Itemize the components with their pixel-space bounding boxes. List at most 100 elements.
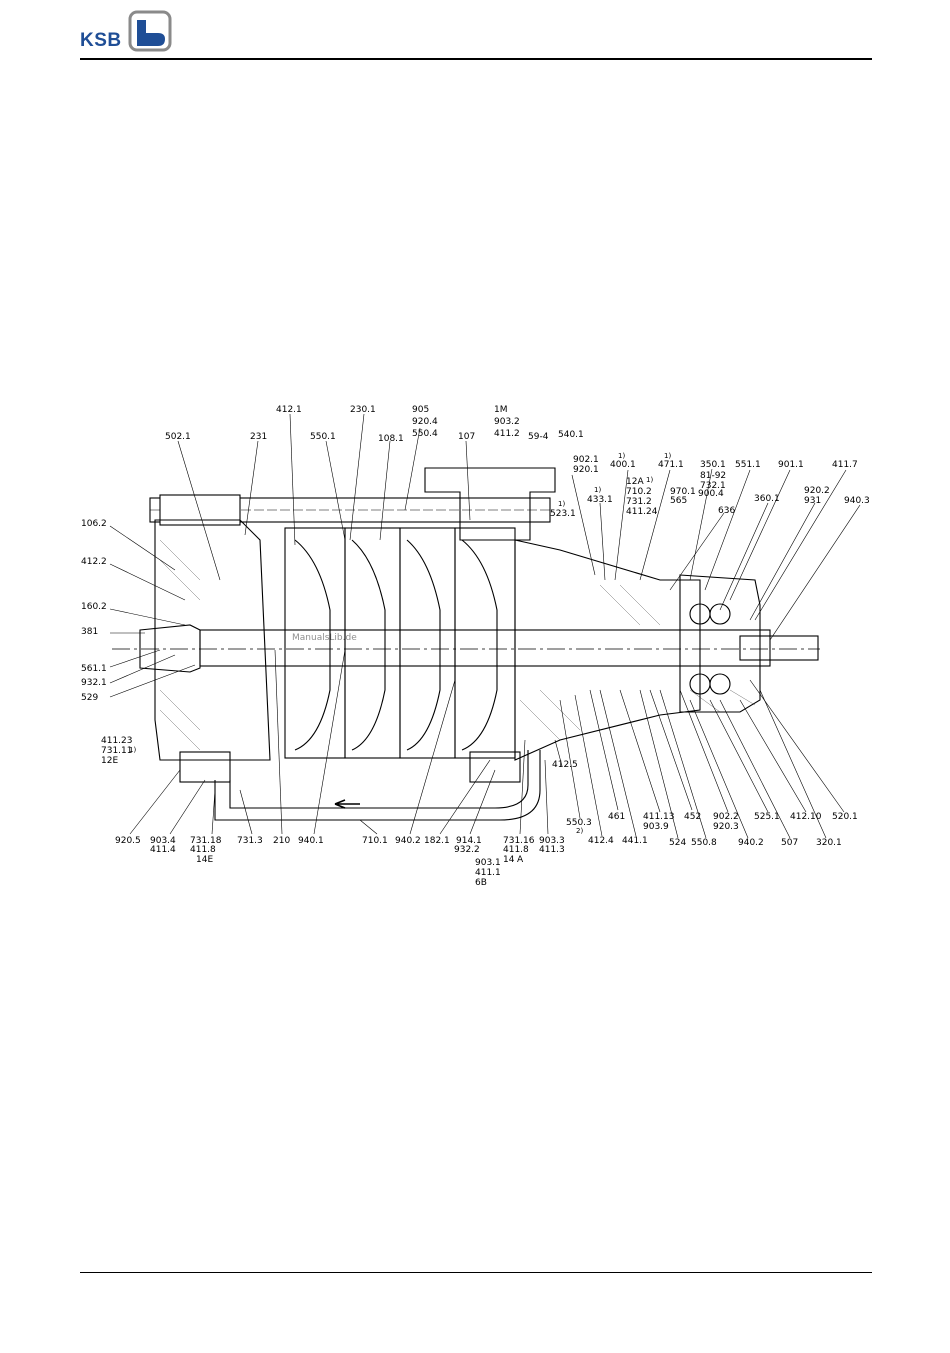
label-731-3: 731.3 (237, 836, 263, 846)
logo-mark-icon (128, 10, 172, 52)
label-a: A (517, 855, 524, 865)
header-rule (80, 58, 872, 60)
label-12e: 12E (101, 756, 118, 766)
label-920-4: 920.4 (412, 417, 438, 427)
label-411-1: 411.1 (475, 868, 501, 878)
label-731-2: 731.2 (626, 497, 652, 507)
label-551-1: 551.1 (735, 460, 761, 470)
label-411-2: 411.2 (494, 429, 520, 439)
label-902-2: 902.2 (713, 812, 739, 822)
label-550-1: 550.1 (310, 432, 336, 442)
pump-outline (112, 467, 820, 821)
label-12a: 12A (626, 477, 644, 487)
label-400-1: 400.1 (610, 460, 636, 470)
footnote-mark-12a: 1) (646, 476, 653, 484)
label-914-1: 914.1 (456, 836, 482, 846)
label-636: 636 (718, 506, 735, 516)
label-732-1: 732.1 (700, 481, 726, 491)
label-411-7: 411.7 (832, 460, 858, 470)
label-411-23: 411.23 (101, 736, 133, 746)
label-905: 905 (412, 405, 429, 415)
label-525-1: 525.1 (754, 812, 780, 822)
label-502-1: 502.1 (165, 432, 191, 442)
label-565: 565 (670, 496, 687, 506)
label-411-24: 411.24 (626, 507, 658, 517)
label-1m: 1M (494, 405, 508, 415)
label-550-4: 550.4 (412, 429, 438, 439)
footnote-mark-400-1: 1) (618, 452, 625, 460)
label-231: 231 (250, 432, 267, 442)
label-550-8: 550.8 (691, 838, 717, 848)
label-412-1: 412.1 (276, 405, 302, 415)
label-731-11: 731.11 (101, 746, 133, 756)
label-320-1: 320.1 (816, 838, 842, 848)
label-520-1: 520.1 (832, 812, 858, 822)
label-523-1: 523.1 (550, 509, 576, 519)
label-411-3: 411.3 (539, 845, 565, 855)
label-903-9: 903.9 (643, 822, 669, 832)
label-710-2: 710.2 (626, 487, 652, 497)
label-903-1: 903.1 (475, 858, 501, 868)
label-230-1: 230.1 (350, 405, 376, 415)
label-540-1: 540.1 (558, 430, 584, 440)
label-524: 524 (669, 838, 686, 848)
label-731-18: 731.18 (190, 836, 222, 846)
label-900-4: 900.4 (698, 489, 724, 499)
label-932-1: 932.1 (81, 678, 107, 688)
label-931: 931 (804, 496, 821, 506)
label-940-1: 940.1 (298, 836, 324, 846)
label-14e: 14E (196, 855, 213, 865)
label-160-2: 160.2 (81, 602, 107, 612)
label-108-1: 108.1 (378, 434, 404, 444)
label-731-16: 731.16 (503, 836, 535, 846)
watermark-text: ManualsLib.de (292, 633, 357, 643)
label-507: 507 (781, 838, 798, 848)
label-970-1: 970.1 (670, 487, 696, 497)
part-labels: 412.1 230.1 905 920.4 550.4 1M 903.2 411… (81, 405, 870, 888)
label-940-2-a: 940.2 (395, 836, 421, 846)
label-441-1: 441.1 (622, 836, 648, 846)
label-940-2-b: 940.2 (738, 838, 764, 848)
label-471-1: 471.1 (658, 460, 684, 470)
label-412-5: 412.5 (552, 760, 578, 770)
label-932-2: 932.2 (454, 845, 480, 855)
label-920-3: 920.3 (713, 822, 739, 832)
label-14: 14 (503, 855, 515, 865)
label-461: 461 (608, 812, 625, 822)
label-920-1: 920.1 (573, 465, 599, 475)
label-81-92: 81-92 (700, 471, 726, 481)
label-106-2: 106.2 (81, 519, 107, 529)
label-411-13: 411.13 (643, 812, 675, 822)
label-902-1: 902.1 (573, 455, 599, 465)
label-411-8-a: 411.8 (190, 845, 216, 855)
leader-lines (109, 413, 861, 839)
logo-text: KSB (80, 30, 122, 51)
ksb-logo: KSB (80, 10, 180, 54)
label-182-1: 182.1 (424, 836, 450, 846)
hatching (159, 539, 756, 751)
label-710-1: 710.1 (362, 836, 388, 846)
label-210: 210 (273, 836, 290, 846)
label-412-2: 412.2 (81, 557, 107, 567)
label-903-3: 903.3 (539, 836, 565, 846)
label-411-4: 411.4 (150, 845, 176, 855)
footnote-mark-433-1: 1) (594, 486, 601, 494)
label-920-5: 920.5 (115, 836, 141, 846)
label-901-1: 901.1 (778, 460, 804, 470)
label-350-1: 350.1 (700, 460, 726, 470)
label-903-2: 903.2 (494, 417, 520, 427)
label-920-2: 920.2 (804, 486, 830, 496)
label-6b: 6B (475, 878, 487, 888)
footnote-mark-731-11: 1) (129, 746, 136, 754)
footnote-mark-471-1: 1) (664, 452, 671, 460)
footnote-mark-523-1: 1) (558, 500, 565, 508)
label-411-8-b: 411.8 (503, 845, 529, 855)
label-412-10: 412.10 (790, 812, 822, 822)
label-59-4: 59-4 (528, 432, 549, 442)
label-903-4: 903.4 (150, 836, 176, 846)
label-529: 529 (81, 693, 98, 703)
label-360-1: 360.1 (754, 494, 780, 504)
label-940-3: 940.3 (844, 496, 870, 506)
label-550-3: 550.3 (566, 818, 592, 828)
